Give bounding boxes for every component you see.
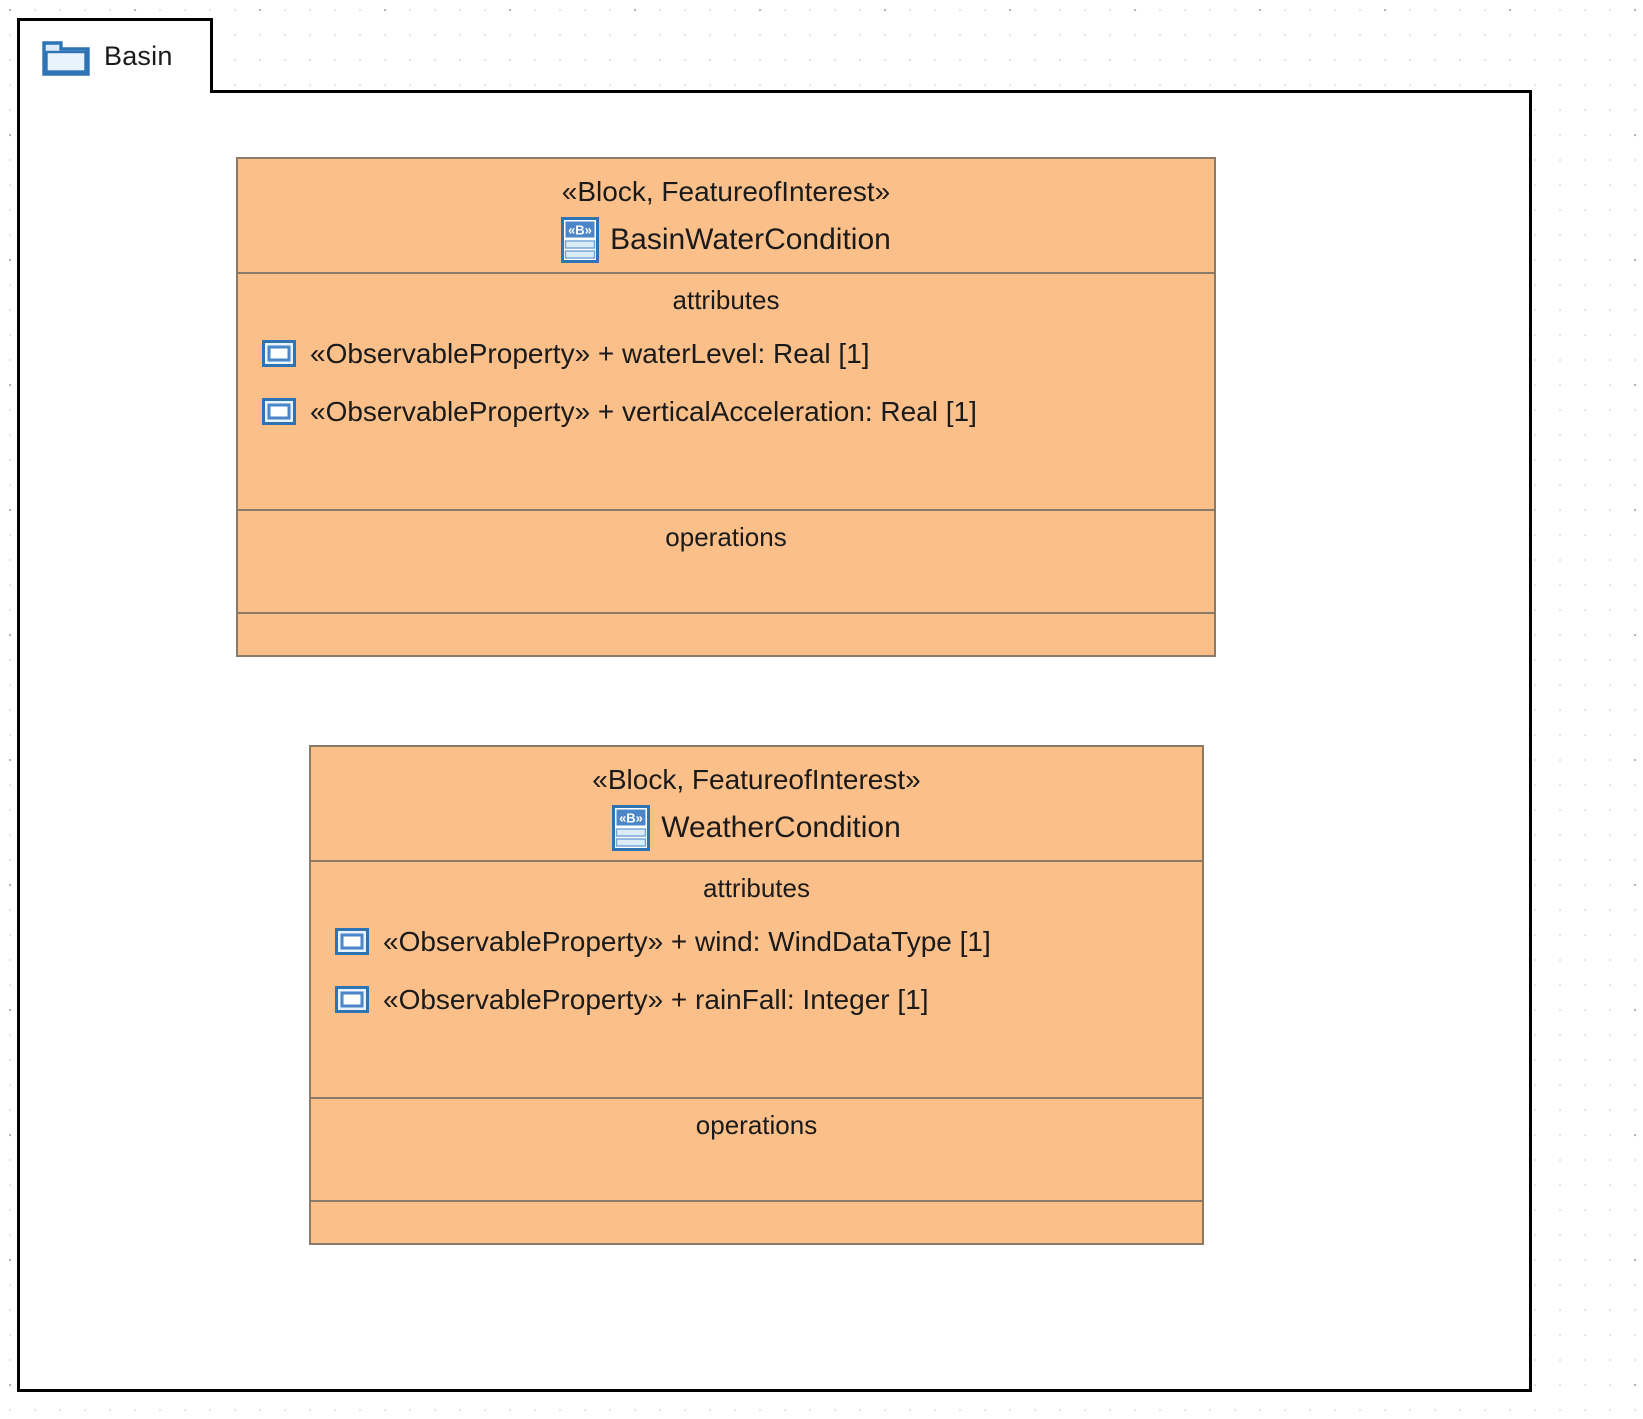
attribute-row[interactable]: «ObservableProperty» + wind: WindDataTyp…	[335, 913, 1202, 971]
svg-text:«B»: «B»	[619, 810, 643, 825]
operations-title: operations	[665, 522, 787, 552]
attribute-text: «ObservableProperty» + wind: WindDataTyp…	[383, 925, 991, 957]
block-weather-condition[interactable]: «Block, FeatureofInterest» «B» WeatherCo…	[309, 745, 1204, 1245]
block-name-row: «B» WeatherCondition	[311, 804, 1202, 851]
block-icon: «B»	[612, 804, 651, 851]
value-property-icon	[335, 928, 369, 956]
value-property-icon	[262, 398, 296, 426]
extra-compartment	[238, 614, 1214, 655]
block-name-label: BasinWaterCondition	[610, 222, 891, 256]
block-stereotype: «Block, FeatureofInterest»	[561, 176, 891, 207]
block-name-label: WeatherCondition	[661, 810, 901, 844]
svg-text:«B»: «B»	[568, 222, 592, 237]
package-name-label: Basin	[104, 41, 173, 71]
attributes-title: attributes	[672, 285, 780, 315]
package-tab-mask	[20, 88, 210, 93]
folder-icon	[42, 38, 90, 76]
attributes-list: «ObservableProperty» + waterLevel: Real …	[238, 315, 1214, 441]
block-header: «Block, FeatureofInterest» «B» WeatherCo…	[311, 747, 1202, 862]
attribute-text: «ObservableProperty» + rainFall: Integer…	[383, 983, 929, 1015]
value-property-icon	[262, 340, 296, 368]
package-frame: Basin «Block, FeatureofInterest» «B»	[17, 18, 1532, 1392]
operations-compartment: operations	[311, 1099, 1202, 1202]
attribute-row[interactable]: «ObservableProperty» + verticalAccelerat…	[262, 383, 1214, 441]
attributes-title: attributes	[703, 873, 810, 903]
attributes-compartment: attributes «ObservableProperty» + wind: …	[311, 862, 1202, 1099]
attribute-text: «ObservableProperty» + verticalAccelerat…	[310, 395, 977, 427]
block-header: «Block, FeatureofInterest» «B» BasinWate…	[238, 159, 1214, 274]
operations-title: operations	[695, 1110, 818, 1140]
attribute-row[interactable]: «ObservableProperty» + waterLevel: Real …	[262, 325, 1214, 383]
package-tab[interactable]: Basin	[17, 18, 213, 92]
attributes-compartment: attributes «ObservableProperty» + waterL…	[238, 274, 1214, 511]
attribute-text: «ObservableProperty» + waterLevel: Real …	[310, 337, 870, 369]
block-stereotype: «Block, FeatureofInterest»	[592, 764, 921, 795]
value-property-icon	[335, 986, 369, 1014]
operations-compartment: operations	[238, 511, 1214, 614]
attribute-row[interactable]: «ObservableProperty» + rainFall: Integer…	[335, 971, 1202, 1029]
block-name-row: «B» BasinWaterCondition	[238, 216, 1214, 263]
extra-compartment	[311, 1202, 1202, 1243]
block-basin-water-condition[interactable]: «Block, FeatureofInterest» «B» BasinWate…	[236, 157, 1216, 657]
attributes-list: «ObservableProperty» + wind: WindDataTyp…	[311, 903, 1202, 1029]
block-icon: «B»	[561, 216, 600, 263]
